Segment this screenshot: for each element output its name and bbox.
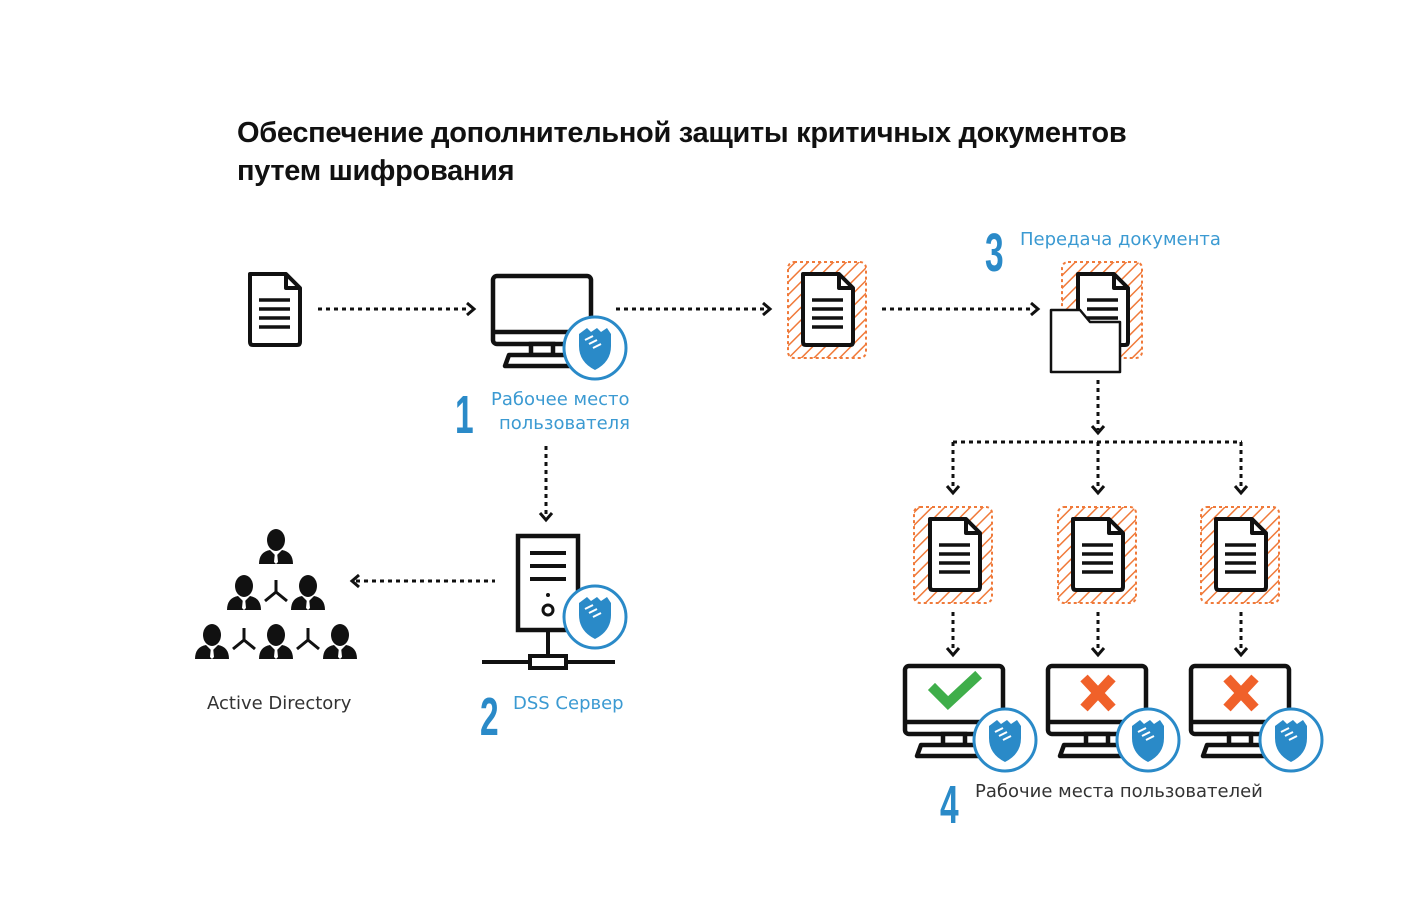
title-line-1: Обеспечение дополнительной защиты критич… <box>237 117 1127 149</box>
cross-icon <box>1223 674 1259 712</box>
active-directory-hierarchy-icon <box>195 529 357 659</box>
arrows-to-recipients <box>945 612 1249 658</box>
step-2-number: 2 <box>480 687 499 747</box>
server-shield-badge-icon <box>562 584 628 650</box>
arrow-workstation-to-encrypted <box>616 301 773 317</box>
step-2-label: DSS Сервер <box>513 693 624 714</box>
distribution-arrows <box>945 380 1249 496</box>
arrow-encrypted-to-folder <box>882 301 1041 317</box>
title-line-2: путем шифрования <box>237 155 515 187</box>
step-3-number: 3 <box>985 223 1004 283</box>
source-document-icon <box>248 272 302 347</box>
recipient-encrypted-document-3 <box>1200 506 1280 604</box>
step-1-label-line-2: пользователя <box>499 413 631 434</box>
active-directory-label: Active Directory <box>207 693 352 714</box>
step-1-number: 1 <box>455 385 474 445</box>
recipient-workstation-3 <box>1191 666 1324 773</box>
recipient-encrypted-document-2 <box>1057 506 1137 604</box>
arrow-workstation-to-server <box>538 446 554 523</box>
recipient-encrypted-document-1 <box>913 506 993 604</box>
recipient-workstation-1 <box>905 666 1038 773</box>
diagram-title: Обеспечение дополнительной защиты критич… <box>237 114 1127 190</box>
cross-icon <box>1080 674 1116 712</box>
check-icon <box>927 670 983 710</box>
step-3-label: Передача документа <box>1020 229 1221 250</box>
encrypted-document-icon <box>787 261 867 359</box>
arrow-server-to-active-directory <box>349 573 495 589</box>
step-4-label: Рабочие места пользователей <box>975 781 1263 802</box>
step-1-label-line-1: Рабочее место <box>491 389 630 410</box>
recipient-workstation-2 <box>1048 666 1181 773</box>
step-4-number: 4 <box>940 775 959 835</box>
arrow-doc-to-workstation <box>318 301 477 317</box>
folder-with-encrypted-document-icon <box>1049 261 1143 374</box>
dss-server-icon <box>482 533 615 670</box>
shield-badge-icon <box>562 315 628 381</box>
